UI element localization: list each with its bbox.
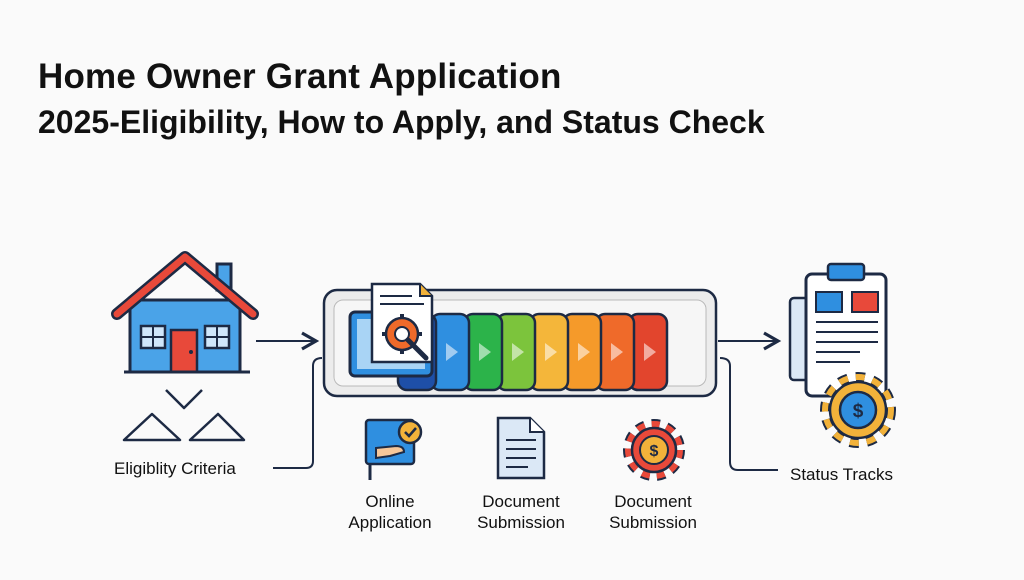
- document-submission-label: Document Submission: [461, 491, 581, 533]
- page-title: Home Owner Grant Application: [38, 57, 562, 96]
- doc1-label-line2: Submission: [477, 513, 565, 532]
- doc2-label-line1: Document: [614, 492, 692, 511]
- status-label: Status Tracks: [790, 465, 893, 484]
- segment-arrow-icon: [611, 343, 623, 361]
- online-application-icon: [364, 418, 423, 480]
- online-label-line2: Application: [348, 513, 432, 532]
- connector-line: [719, 357, 778, 471]
- dollar-gear-icon: $: [623, 419, 685, 481]
- connector-line: [273, 357, 323, 469]
- document-gear-icon: [348, 282, 434, 378]
- doc1-label-line1: Document: [482, 492, 560, 511]
- segment-arrow-icon: [545, 343, 557, 361]
- online-label-line1: Online: [365, 492, 415, 511]
- eligibility-label: Eligiblity Criteria: [114, 459, 236, 478]
- page-subtitle: 2025-Eligibility, How to Apply, and Stat…: [38, 104, 765, 140]
- house-icon: [111, 251, 259, 374]
- doc2-label-line2: Submission: [609, 513, 697, 532]
- document-icon: [496, 416, 546, 480]
- chevron-down-icon: [122, 389, 246, 442]
- online-application-label: Online Application: [330, 491, 450, 533]
- segment-arrow-icon: [644, 343, 656, 361]
- dollar-gear-icon: $: [820, 372, 896, 448]
- document-submission-label-2: Document Submission: [593, 491, 713, 533]
- segment-arrow-icon: [479, 343, 491, 361]
- clipboard-icon: [788, 262, 888, 398]
- progress-bar: [396, 312, 669, 392]
- svg-text:$: $: [650, 443, 659, 460]
- segment-arrow-icon: [578, 343, 590, 361]
- segment-arrow-icon: [446, 343, 458, 361]
- svg-text:$: $: [853, 401, 864, 422]
- segment-arrow-icon: [512, 343, 524, 361]
